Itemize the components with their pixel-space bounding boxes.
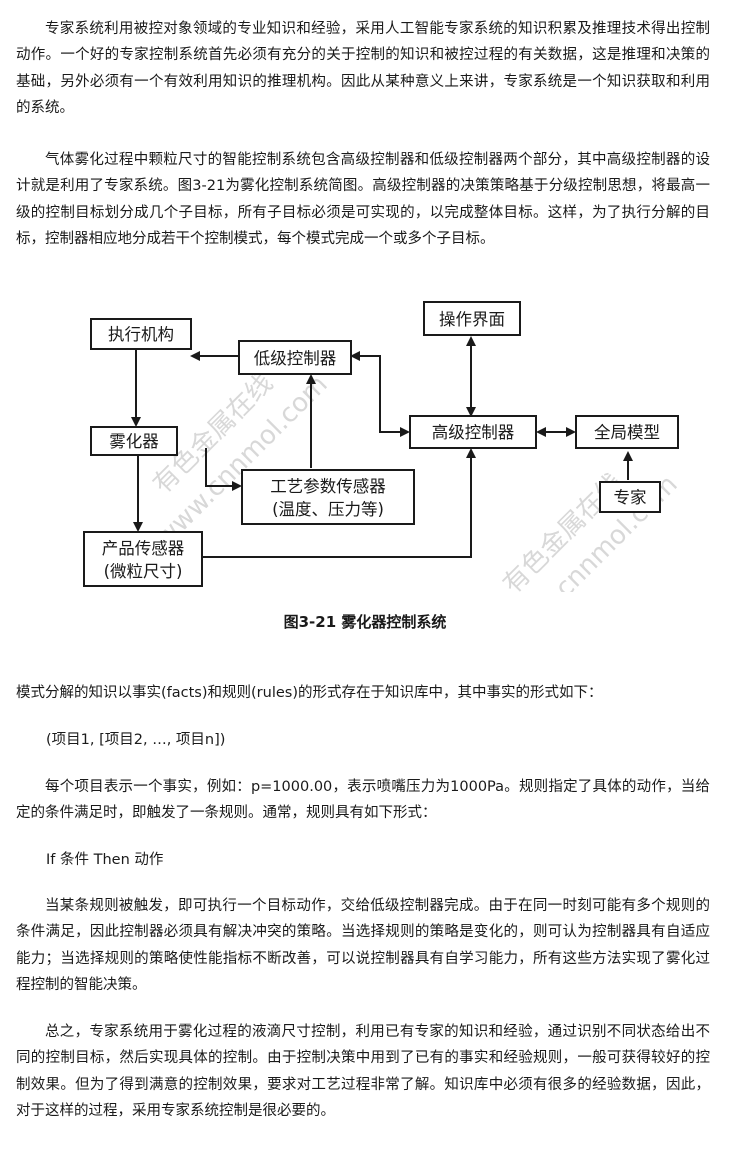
box-high-controller: 高级控制器: [409, 415, 537, 449]
box-atomizer-label: 雾化器: [109, 432, 159, 451]
box-expert: 专家: [599, 481, 661, 513]
paragraph-intro: 专家系统利用被控对象领域的专业知识和经验，采用人工智能专家系统的知识积累及推理技…: [16, 21, 710, 116]
arrow-atomizer-to-sensor: [205, 448, 242, 491]
paragraph-summary: 总之，专家系统用于雾化过程的液滴尺寸控制，利用已有专家的知识和经验，通过识别不同…: [16, 1024, 710, 1119]
box-high-controller-label: 高级控制器: [432, 423, 515, 442]
box-process-sensor-line1: 工艺参数传感器: [270, 477, 386, 496]
box-operator-interface: 操作界面: [423, 301, 521, 336]
arrow-product-to-high: [202, 448, 476, 558]
diagram-svg: 有色金属在线 www.cnnmol.com 有色金属在线 www.cnnmol.…: [83, 301, 680, 592]
box-product-sensor-line2: (微粒尺寸): [104, 562, 183, 581]
box-product-sensor-line1: 产品传感器: [102, 539, 185, 558]
paragraph-knowledge-base: 模式分解的知识以事实(facts)和规则(rules)的形式存在于知识库中，其中…: [16, 685, 603, 701]
box-global-model: 全局模型: [575, 415, 679, 449]
paragraph-conflict-resolution: 当某条规则被触发，即可执行一个目标动作，交给低级控制器完成。由于在同一时刻可能有…: [16, 898, 710, 993]
box-atomizer: 雾化器: [90, 426, 178, 456]
box-low-controller-label: 低级控制器: [254, 349, 337, 368]
paragraph-atomization: 气体雾化过程中颗粒尺寸的智能控制系统包含高级控制器和低级控制器两个部分，其中高级…: [16, 152, 710, 247]
rule-format: If 条件 Then 动作: [46, 852, 164, 868]
box-low-controller: 低级控制器: [238, 340, 352, 375]
box-global-model-label: 全局模型: [594, 423, 660, 442]
fact-format: (项目1, [项目2, …, 项目n]): [46, 732, 226, 748]
box-actuator: 执行机构: [90, 318, 192, 350]
box-process-sensor: 工艺参数传感器 (温度、压力等): [241, 469, 415, 525]
arrow-low-high: [350, 351, 410, 437]
box-actuator-label: 执行机构: [108, 325, 174, 344]
box-expert-label: 专家: [614, 488, 647, 507]
box-product-sensor: 产品传感器 (微粒尺寸): [83, 531, 203, 587]
box-process-sensor-line2: (温度、压力等): [272, 500, 384, 519]
paragraph-facts-rules: 每个项目表示一个事实，例如：p=1000.00，表示喷嘴压力为1000Pa。规则…: [16, 779, 710, 822]
atomizer-control-diagram: 有色金属在线 www.cnnmol.com 有色金属在线 www.cnnmol.…: [82, 300, 680, 592]
box-operator-interface-label: 操作界面: [439, 310, 505, 329]
figure-caption: 图3-21 雾化器控制系统: [283, 613, 447, 631]
